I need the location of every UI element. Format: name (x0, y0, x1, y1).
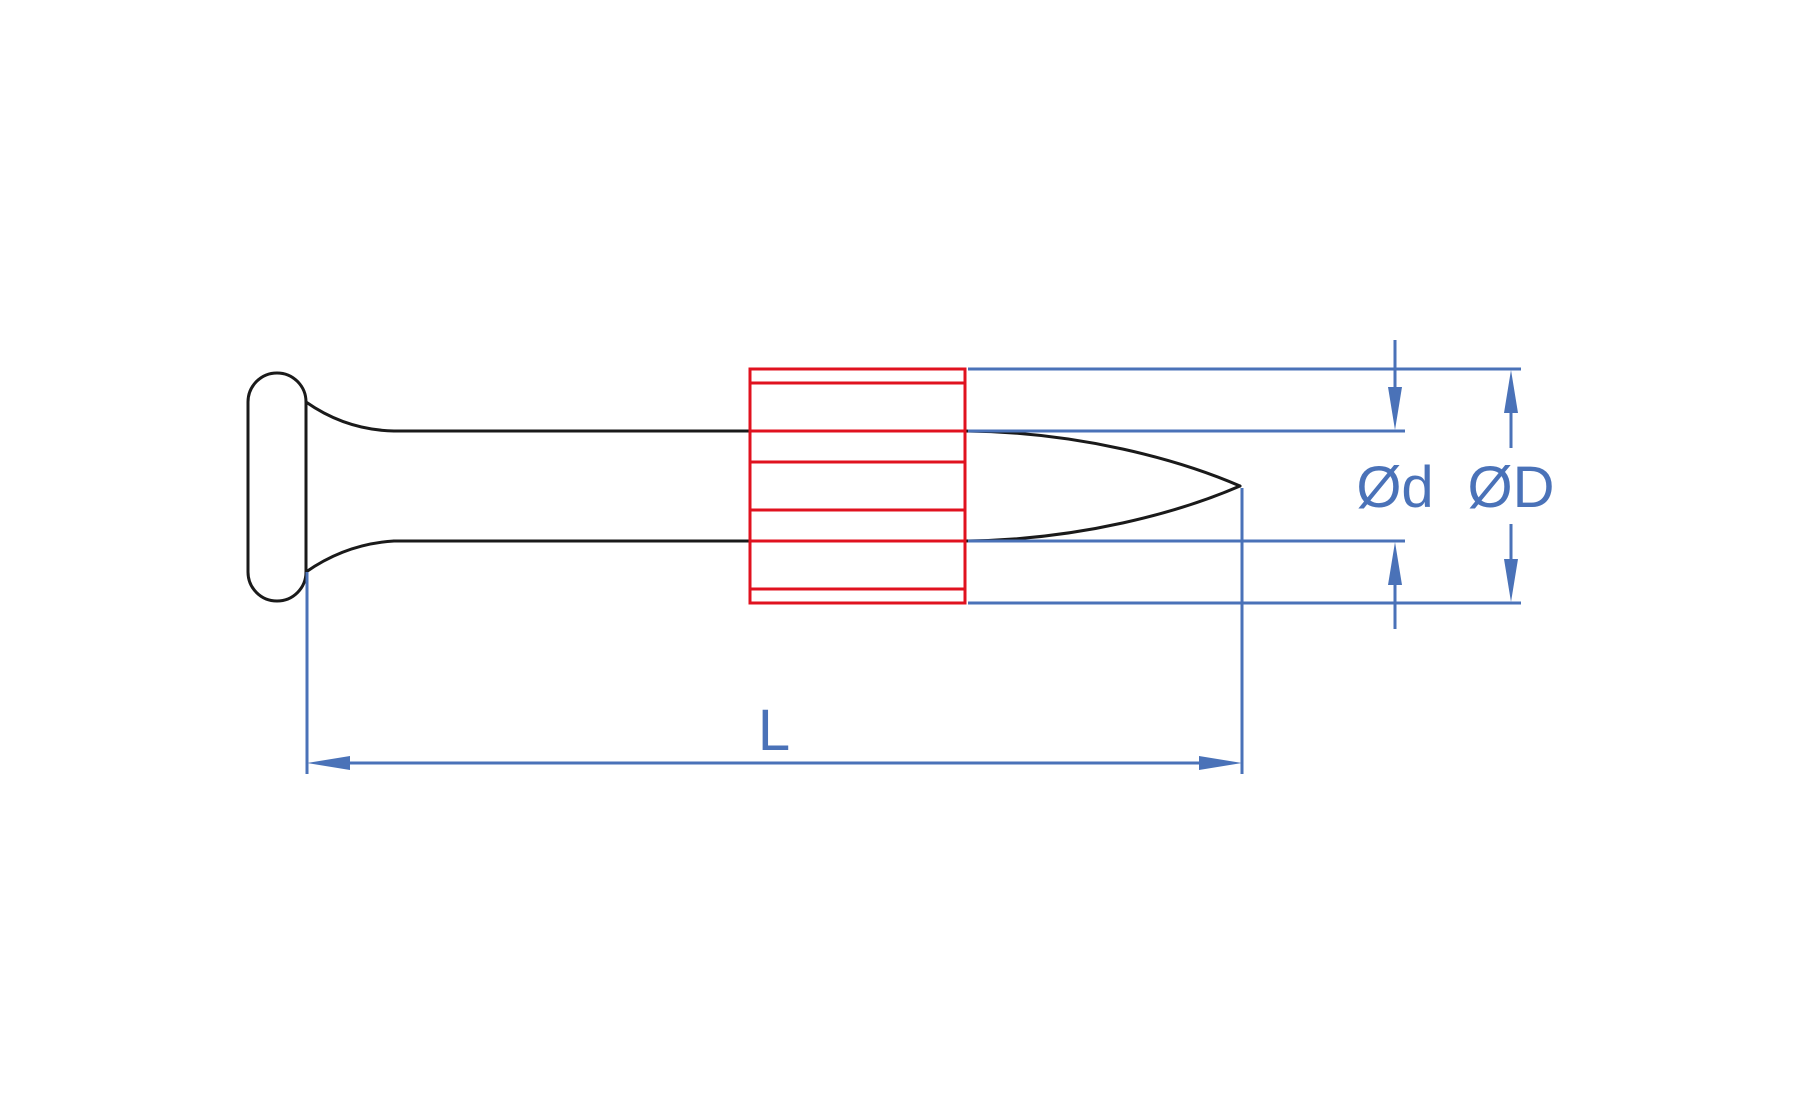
shank-diameter-arrow-up (1388, 542, 1402, 585)
length-arrow-right (1199, 756, 1242, 770)
length-label: L (758, 698, 790, 763)
nail-neck-top (304, 400, 396, 433)
washer-diameter-arrow-up (1504, 370, 1518, 413)
shank-diameter-dimension: Ød (1356, 340, 1434, 629)
length-dimension: L (305, 488, 1244, 774)
shank-diameter-arrow-down (1388, 387, 1402, 430)
shank-diameter-label: Ød (1356, 455, 1433, 520)
washer-diameter-arrow-down (1504, 559, 1518, 602)
length-arrow-left (307, 756, 350, 770)
nail-tip-top (963, 429, 1242, 488)
nail-head (246, 371, 308, 603)
nail-tip-bottom (963, 484, 1242, 543)
plastic-washer (748, 367, 967, 605)
nail-neck-bottom (304, 539, 396, 574)
washer-diameter-label: ØD (1468, 455, 1555, 520)
washer-diameter-dimension: ØD (1468, 370, 1555, 602)
